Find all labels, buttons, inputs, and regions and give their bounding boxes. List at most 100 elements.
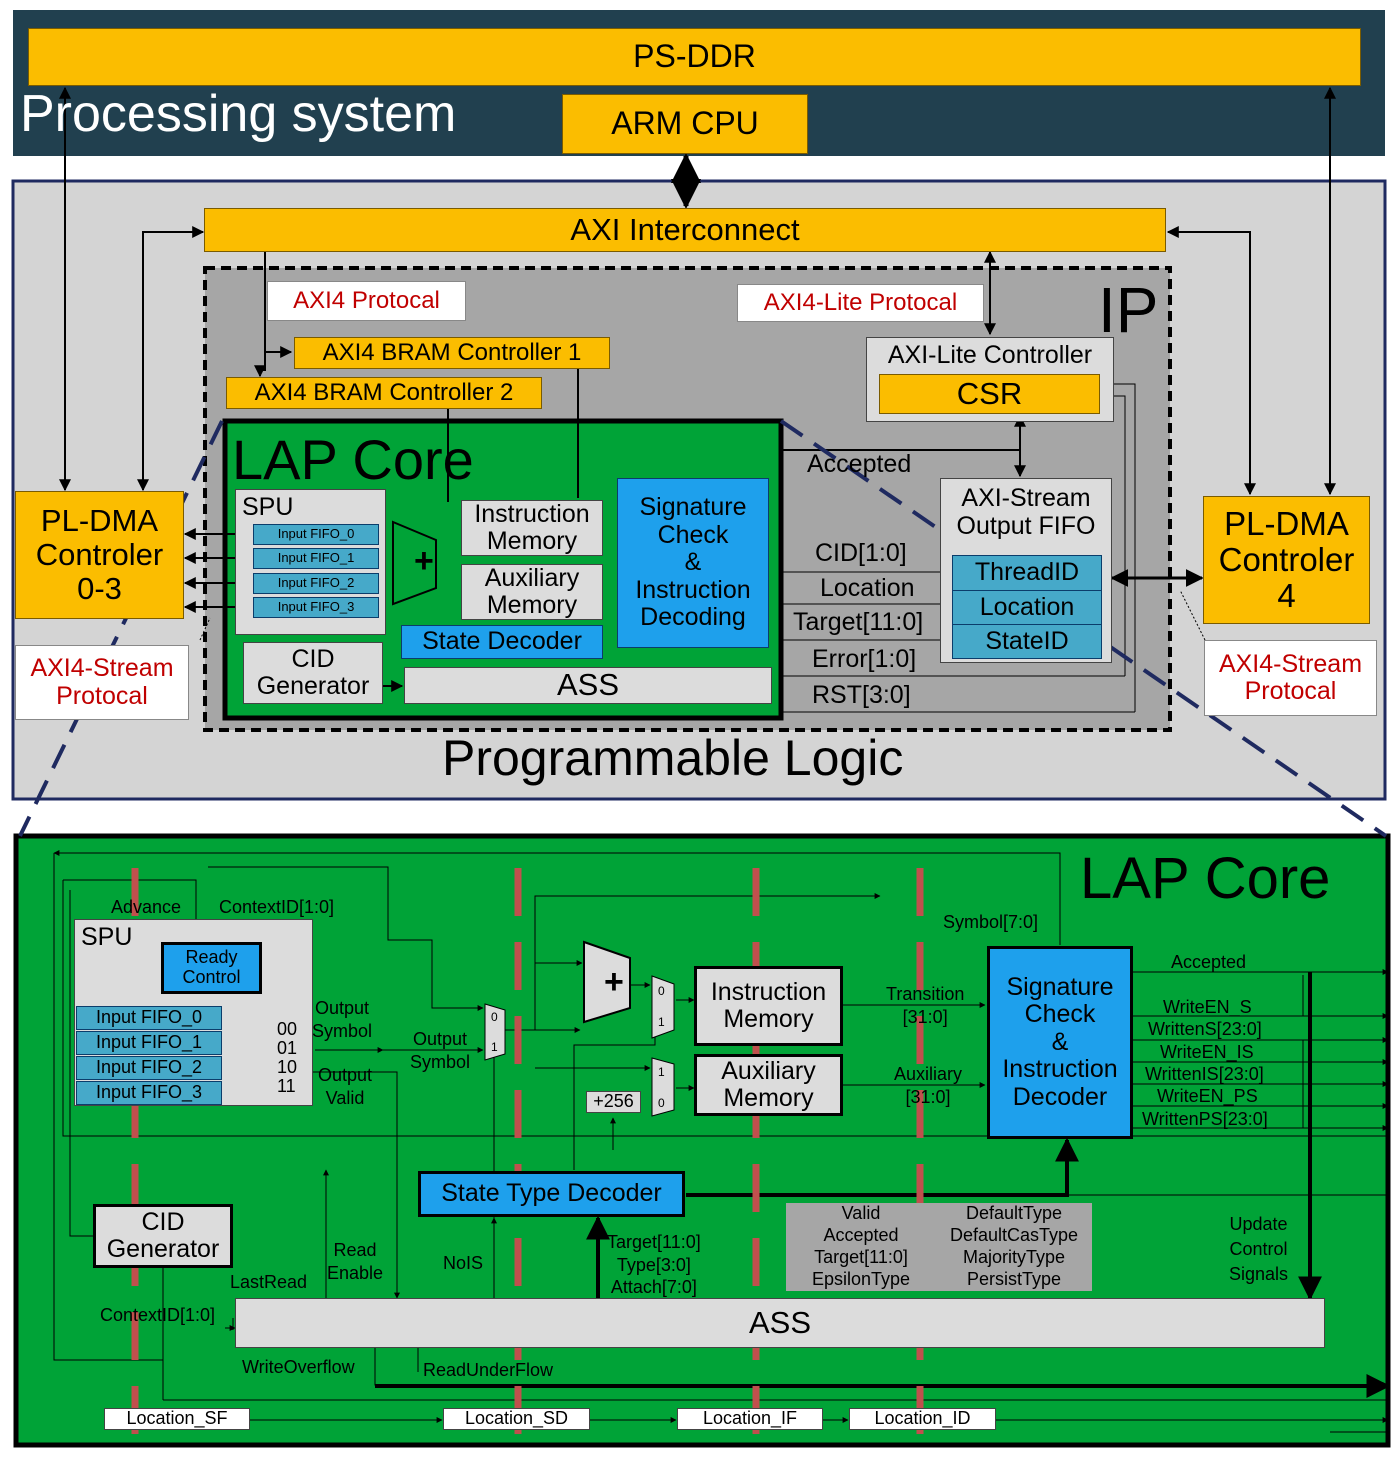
out-write-en-is: WriteEN_IS bbox=[1160, 1042, 1254, 1062]
bram-controller-2-label: AXI4 BRAM Controller 2 bbox=[254, 378, 514, 406]
spu-top-label: SPU bbox=[242, 493, 294, 521]
out-write-en-s: WriteEN_S bbox=[1163, 997, 1252, 1017]
context-id-2-label: ContextID[1:0] bbox=[100, 1305, 216, 1325]
mux-sel-10: 10 bbox=[277, 1057, 298, 1077]
transition-label: Transition [31:0] bbox=[886, 984, 965, 1027]
input-fifo-1-top: Input FIFO_1 bbox=[253, 548, 379, 569]
location-sf: Location_SF bbox=[104, 1408, 250, 1430]
location-sd: Location_SD bbox=[443, 1408, 590, 1430]
fifo-location: Location bbox=[952, 590, 1102, 625]
axis-protocal-left-tag: AXI4-Stream Protocal bbox=[15, 645, 189, 720]
cid-generator-top-label: CID Generator bbox=[256, 644, 370, 700]
fifo-thread-id-label: ThreadID bbox=[974, 558, 1080, 587]
ass-top-label: ASS bbox=[556, 667, 620, 703]
axis-protocal-left-label: AXI4-Stream Protocal bbox=[30, 654, 174, 710]
out-written-ps: WrittenPS[23:0] bbox=[1142, 1109, 1268, 1129]
csr-block: CSR bbox=[879, 374, 1100, 414]
target-type-attach-label: Target[11:0] Type[3:0] Attach[7:0] bbox=[607, 1232, 701, 1297]
output-symbol-mux bbox=[484, 1003, 506, 1061]
input-fifo-0-bottom: Input FIFO_0 bbox=[76, 1006, 222, 1030]
state-decoder-top: State Decoder bbox=[401, 625, 603, 659]
mux-sel-00: 00 bbox=[277, 1019, 298, 1039]
nois-label: NoIS bbox=[443, 1253, 484, 1273]
mux-b-in-0: 0 bbox=[658, 984, 665, 998]
plus-256-label: +256 bbox=[593, 1091, 634, 1112]
instruction-memory-top-label: Instruction Memory bbox=[474, 499, 590, 555]
ass-bottom-label: ASS bbox=[748, 1304, 812, 1340]
cid-generator-bottom: CID Generator bbox=[93, 1204, 233, 1268]
signature-check-bottom: Signature Check & Instruction Decoder bbox=[987, 946, 1133, 1139]
location-if: Location_IF bbox=[677, 1408, 823, 1430]
spu-bottom-label: SPU bbox=[81, 923, 133, 951]
control-signals-block: Valid Accepted Target[11:0] EpsilonType … bbox=[786, 1203, 1092, 1291]
auxiliary-label: Auxiliary [31:0] bbox=[894, 1064, 963, 1107]
adder-top-plus: + bbox=[414, 542, 434, 580]
read-enable-label: Read Enable bbox=[327, 1240, 384, 1283]
adder-bottom-shape bbox=[583, 940, 631, 1024]
context-id-label: ContextID[1:0] bbox=[219, 897, 335, 917]
accepted-top-label: Accepted bbox=[807, 450, 912, 478]
axis-output-fifo-label: AXI-Stream Output FIFO bbox=[956, 484, 1096, 540]
axis-protocal-right-label: AXI4-Stream Protocal bbox=[1218, 649, 1363, 705]
input-fifo-0-bottom-label: Input FIFO_0 bbox=[95, 1007, 203, 1028]
input-fifo-3-bottom: Input FIFO_3 bbox=[76, 1081, 222, 1105]
location-id-label: Location_ID bbox=[874, 1408, 971, 1429]
auxiliary-memory-bottom-label: Auxiliary Memory bbox=[721, 1056, 816, 1112]
signature-check-bottom-label: Signature Check & Instruction Decoder bbox=[1002, 972, 1118, 1111]
mux-sel-11: 11 bbox=[277, 1076, 296, 1096]
out-written-s: WrittenS[23:0] bbox=[1148, 1019, 1262, 1039]
axi4-protocal-tag: AXI4 Protocal bbox=[267, 281, 466, 321]
input-fifo-3-top: Input FIFO_3 bbox=[253, 597, 379, 618]
control-signals-left: Valid Accepted Target[11:0] EpsilonType bbox=[811, 1203, 911, 1289]
fifo-state-id: StateID bbox=[952, 624, 1102, 659]
cid-signal-label: CID[1:0] bbox=[815, 539, 907, 567]
input-fifo-0-top: Input FIFO_0 bbox=[253, 524, 379, 545]
output-symbol-label: Output Symbol bbox=[312, 998, 373, 1041]
location-if-label: Location_IF bbox=[702, 1408, 798, 1429]
input-fifo-3-top-label: Input FIFO_3 bbox=[277, 599, 355, 615]
axis-protocal-right-tag: AXI4-Stream Protocal bbox=[1204, 640, 1377, 716]
adder-bottom-plus: + bbox=[604, 963, 624, 1001]
csr-label: CSR bbox=[956, 375, 1023, 411]
auxiliary-memory-top-label: Auxiliary Memory bbox=[484, 563, 580, 619]
input-fifo-2-top-label: Input FIFO_2 bbox=[277, 575, 355, 591]
input-fifo-1-top-label: Input FIFO_1 bbox=[277, 550, 355, 566]
bottom-connections bbox=[53, 850, 1389, 1433]
bram-controller-1-label: AXI4 BRAM Controller 1 bbox=[322, 338, 582, 366]
state-type-decoder-label: State Type Decoder bbox=[441, 1179, 662, 1208]
bram-controller-2: AXI4 BRAM Controller 2 bbox=[226, 377, 542, 409]
plus-256-block: +256 bbox=[586, 1091, 641, 1113]
location-id: Location_ID bbox=[849, 1408, 996, 1430]
top-connections bbox=[59, 86, 1336, 713]
out-written-is: WrittenIS[23:0] bbox=[1145, 1064, 1264, 1084]
mux-c-in-1: 1 bbox=[658, 1065, 665, 1079]
lap-core-top-title: LAP Core bbox=[232, 428, 474, 491]
cid-generator-top: CID Generator bbox=[243, 642, 383, 704]
ass-bottom: ASS bbox=[235, 1298, 1325, 1348]
fifo-state-id-label: StateID bbox=[985, 626, 1069, 655]
last-read-label: LastRead bbox=[230, 1272, 308, 1292]
fifo-location-label: Location bbox=[979, 592, 1075, 621]
programmable-logic-label: Programmable Logic bbox=[442, 730, 904, 786]
axi-interconnect-label: AXI Interconnect bbox=[570, 211, 800, 247]
instruction-memory-bottom: Instruction Memory bbox=[694, 966, 843, 1046]
bram-controller-1: AXI4 BRAM Controller 1 bbox=[294, 337, 610, 369]
axi-interconnect-block: AXI Interconnect bbox=[204, 208, 1166, 252]
symbol-label: Symbol[7:0] bbox=[943, 912, 1039, 932]
ps-ddr-label: PS-DDR bbox=[633, 38, 756, 75]
input-fifo-2-bottom: Input FIFO_2 bbox=[76, 1056, 222, 1080]
auxiliary-mux bbox=[651, 1057, 675, 1117]
rst-signal-label: RST[3:0] bbox=[812, 681, 911, 709]
pl-dma-controller-right: PL-DMA Controler 4 bbox=[1203, 496, 1370, 624]
pl-dma-controller-left-label: PL-DMA Controler 0-3 bbox=[35, 502, 164, 607]
input-fifo-1-bottom-label: Input FIFO_1 bbox=[95, 1032, 203, 1053]
input-fifo-3-bottom-label: Input FIFO_3 bbox=[95, 1082, 203, 1103]
lap-core-bottom-title: LAP Core bbox=[1080, 846, 1331, 911]
out-write-en-ps: WriteEN_PS bbox=[1157, 1086, 1258, 1106]
cid-generator-bottom-label: CID Generator bbox=[106, 1207, 220, 1263]
ready-control-block: Ready Control bbox=[161, 942, 262, 994]
mux-b-in-1: 1 bbox=[658, 1015, 665, 1029]
location-signal-label: Location bbox=[820, 574, 915, 602]
ready-control-label: Ready Control bbox=[182, 947, 241, 987]
